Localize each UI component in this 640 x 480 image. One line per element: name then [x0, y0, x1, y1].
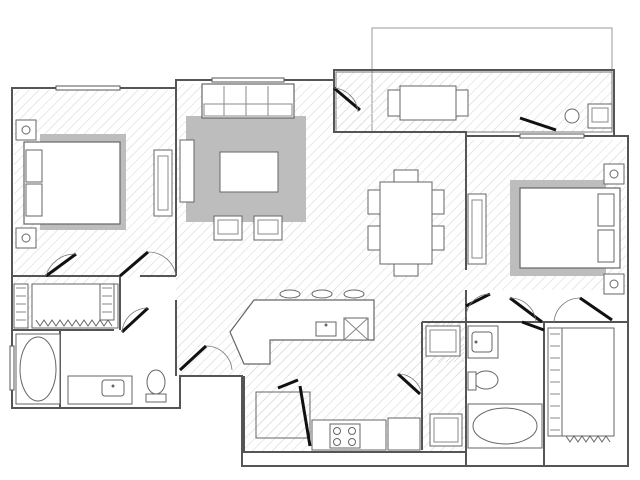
lamp-icon — [21, 125, 31, 135]
door-arcs — [45, 87, 581, 399]
windows — [9, 77, 585, 391]
chair — [431, 189, 445, 215]
faucet-icon — [324, 323, 328, 327]
sink — [101, 379, 125, 397]
nightstand — [15, 227, 37, 249]
dresser — [153, 149, 173, 217]
walk-in-closet-right — [547, 327, 615, 443]
chair — [393, 169, 419, 183]
living-room — [179, 83, 306, 241]
dining-area — [367, 169, 445, 277]
nightstand — [15, 119, 37, 141]
laundry — [425, 325, 463, 447]
bedroom-left — [15, 119, 173, 249]
chair — [393, 263, 419, 277]
chair — [455, 89, 469, 117]
toilet — [146, 369, 166, 395]
dryer — [429, 413, 463, 447]
refrigerator — [387, 417, 421, 451]
tv-console — [179, 139, 195, 203]
bathtub — [19, 336, 57, 402]
doors — [45, 86, 613, 447]
faucet-icon — [474, 340, 478, 344]
bar-stool — [311, 289, 333, 299]
bathroom-right — [467, 325, 543, 449]
lamp-icon — [609, 169, 619, 179]
pillow — [597, 193, 615, 227]
patio-furniture — [387, 85, 613, 129]
pillow — [25, 183, 43, 217]
bar-stool — [279, 289, 301, 299]
kitchen-island — [229, 299, 375, 365]
burner-icon — [333, 438, 341, 446]
burner-icon — [333, 427, 341, 435]
kitchen — [229, 289, 421, 451]
nightstand — [603, 273, 625, 295]
chair — [367, 189, 381, 215]
bedroom-right — [467, 163, 625, 295]
sink — [315, 321, 337, 337]
dining-table — [379, 181, 433, 265]
bar-stool — [343, 289, 365, 299]
lamp-icon — [609, 279, 619, 289]
walk-in-closet-left — [13, 283, 119, 329]
lamp-icon — [21, 233, 31, 243]
chair — [431, 225, 445, 251]
bathtub — [472, 407, 538, 445]
burner-icon — [348, 438, 356, 446]
nightstand — [603, 163, 625, 185]
patio-table — [399, 85, 457, 121]
pillow — [597, 229, 615, 263]
sofa — [201, 83, 295, 119]
chair — [367, 225, 381, 251]
side-table — [564, 108, 580, 124]
burner-icon — [348, 427, 356, 435]
sink — [471, 331, 493, 353]
chair — [387, 89, 401, 117]
washer — [425, 325, 461, 357]
pillow — [25, 149, 43, 183]
faucet-icon — [111, 384, 115, 388]
toilet — [473, 370, 499, 390]
bathroom-left — [15, 333, 167, 405]
coffee-table — [219, 151, 279, 193]
dresser — [467, 193, 487, 265]
